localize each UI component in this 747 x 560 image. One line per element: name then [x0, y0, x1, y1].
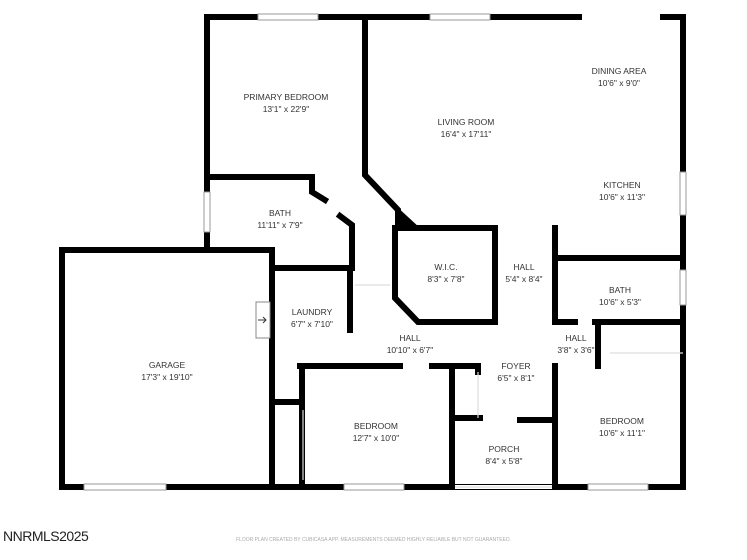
plan-element: [258, 316, 267, 324]
room-dining-area: DINING AREA 10'6" x 9'0": [592, 66, 647, 88]
walls: [59, 14, 686, 490]
laundry-door: [255, 301, 271, 339]
room-label-text: BEDROOM: [600, 416, 644, 426]
room-label-text: 5'4" x 8'4": [505, 274, 542, 284]
plan-element: [343, 483, 405, 491]
room-label-text: LAUNDRY: [292, 307, 333, 317]
room-primary-bath: BATH 11'11" x 7'9": [257, 208, 302, 230]
room-wic: W.I.C. 8'3" x 7'8": [427, 262, 464, 284]
room-hall-1: HALL 5'4" x 8'4": [505, 262, 542, 284]
room-labels: PRIMARY BEDROOM 13'1" x 22'9" LIVING ROOM…: [141, 66, 646, 466]
room-label-text: HALL: [399, 333, 421, 343]
room-label-text: 13'1" x 22'9": [263, 104, 310, 114]
plan-element: [392, 225, 498, 325]
room-kitchen: KITCHEN 10'6" x 11'3": [599, 180, 645, 202]
plan-element: [269, 363, 305, 490]
room-laundry: LAUNDRY 6'7" x 7'10": [291, 307, 333, 329]
plan-element: [552, 319, 601, 490]
plan-element: [203, 191, 211, 233]
room-label-text: GARAGE: [149, 360, 186, 370]
watermark: NNRMLS2025: [3, 528, 89, 544]
room-bath-2: BATH 10'6" x 5'3": [599, 285, 641, 307]
room-label-text: 8'3" x 7'8": [427, 274, 464, 284]
room-label-text: 6'7" x 7'10": [291, 319, 333, 329]
room-primary-bedroom: PRIMARY BEDROOM 13'1" x 22'9": [244, 92, 329, 114]
room-label-text: HALL: [513, 262, 535, 272]
room-label-text: KITCHEN: [603, 180, 640, 190]
plan-element: [587, 483, 649, 491]
room-porch: PORCH 8'4" x 5'8": [485, 444, 522, 466]
room-label-text: PRIMARY BEDROOM: [244, 92, 329, 102]
room-label-text: 3'8" x 3'6": [557, 345, 594, 355]
room-label-text: 11'11" x 7'9": [257, 220, 302, 230]
plan-element: [302, 284, 683, 488]
room-garage: GARAGE 17'3" x 19'10": [141, 360, 192, 382]
room-label-text: 10'10" x 6'7": [387, 345, 434, 355]
room-living-room: LIVING ROOM 16'4" x 17'11": [438, 117, 495, 139]
plan-element: [679, 171, 687, 216]
room-label-text: HALL: [565, 333, 587, 343]
room-label-text: BATH: [269, 208, 291, 218]
plan-element: [582, 14, 660, 21]
room-label-text: 16'4" x 17'11": [441, 129, 492, 139]
room-bedroom-2: BEDROOM 10'6" x 11'1": [599, 416, 645, 438]
room-label-text: 12'7" x 10'0": [353, 433, 400, 443]
room-label-text: FOYER: [501, 361, 530, 371]
room-label-text: 8'4" x 5'8": [485, 456, 522, 466]
room-label-text: LIVING ROOM: [438, 117, 495, 127]
credit-text: FLOOR PLAN CREATED BY CUBICASA APP. MEAS…: [236, 537, 511, 543]
room-label-text: W.I.C.: [434, 262, 457, 272]
room-label-text: BATH: [609, 285, 631, 295]
room-label-text: 10'6" x 11'3": [599, 192, 645, 202]
plan-element: [204, 174, 355, 271]
room-hall-3: HALL 3'8" x 3'6": [557, 333, 594, 355]
plan-element: [362, 14, 401, 231]
plan-element: [679, 269, 687, 306]
room-label-text: 10'6" x 5'3": [599, 297, 641, 307]
room-label-text: 10'6" x 9'0": [598, 78, 640, 88]
room-label-text: DINING AREA: [592, 66, 647, 76]
room-bedroom-1: BEDROOM 12'7" x 10'0": [353, 421, 400, 443]
plan-element: [552, 225, 686, 325]
plan-element: [429, 13, 491, 21]
room-label-text: 17'3" x 19'10": [141, 372, 192, 382]
room-label-text: PORCH: [489, 444, 520, 454]
room-label-text: BEDROOM: [354, 421, 398, 431]
room-label-text: 6'5" x 8'1": [497, 373, 534, 383]
plan-element: [83, 483, 167, 491]
room-hall-2: HALL 10'10" x 6'7": [387, 333, 434, 355]
room-foyer: FOYER 6'5" x 8'1": [497, 361, 534, 383]
plan-element: [257, 13, 319, 21]
wall-fill: [395, 205, 420, 228]
plan-element: [449, 363, 558, 490]
plan-element: [59, 14, 686, 490]
room-label-text: 10'6" x 11'1": [599, 428, 645, 438]
plan-element: [297, 363, 481, 375]
